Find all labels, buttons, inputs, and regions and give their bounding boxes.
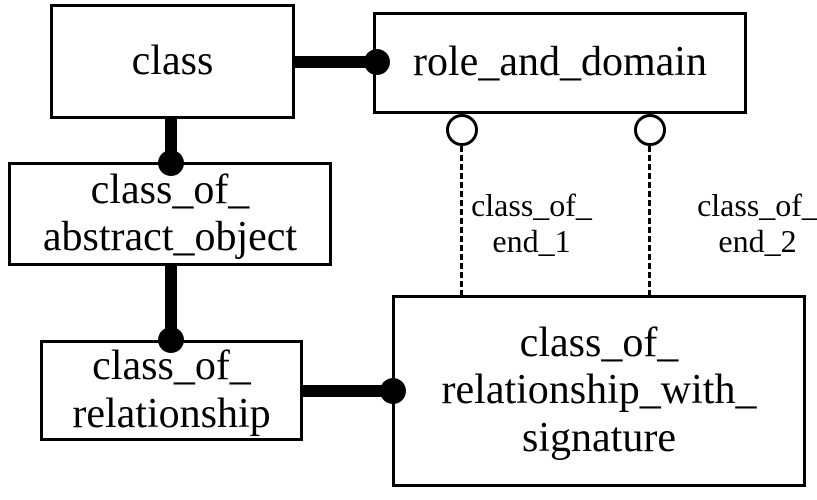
node-role-and-domain: role_and_domain bbox=[373, 12, 747, 114]
open-circle-icon bbox=[634, 114, 666, 146]
node-class-of-relationship: class_of_ relationship bbox=[40, 340, 303, 441]
filled-dot-icon bbox=[380, 378, 406, 404]
edge-label-class-of-end-1: class_of_ end_1 bbox=[471, 187, 592, 259]
edge-class-of-relationship-to-class-of-relationship-with-signature bbox=[303, 385, 391, 397]
edge-class-to-role-and-domain bbox=[295, 56, 379, 68]
filled-dot-icon bbox=[158, 150, 184, 176]
filled-dot-icon bbox=[158, 327, 184, 353]
node-class: class bbox=[50, 4, 295, 119]
node-class-of-relationship-with-signature: class_of_ relationship_with_ signature bbox=[392, 295, 806, 487]
open-circle-icon bbox=[446, 114, 478, 146]
filled-dot-icon bbox=[364, 49, 390, 75]
edge-class-of-abstract-object-to-class-of-relationship bbox=[165, 263, 177, 340]
edge-label-class-of-end-2: class_of_ end_2 bbox=[697, 187, 817, 259]
dashed-edge-class-of-end-2 bbox=[648, 146, 651, 296]
node-class-of-abstract-object: class_of_ abstract_object bbox=[8, 162, 332, 266]
dashed-edge-class-of-end-1 bbox=[460, 146, 463, 296]
